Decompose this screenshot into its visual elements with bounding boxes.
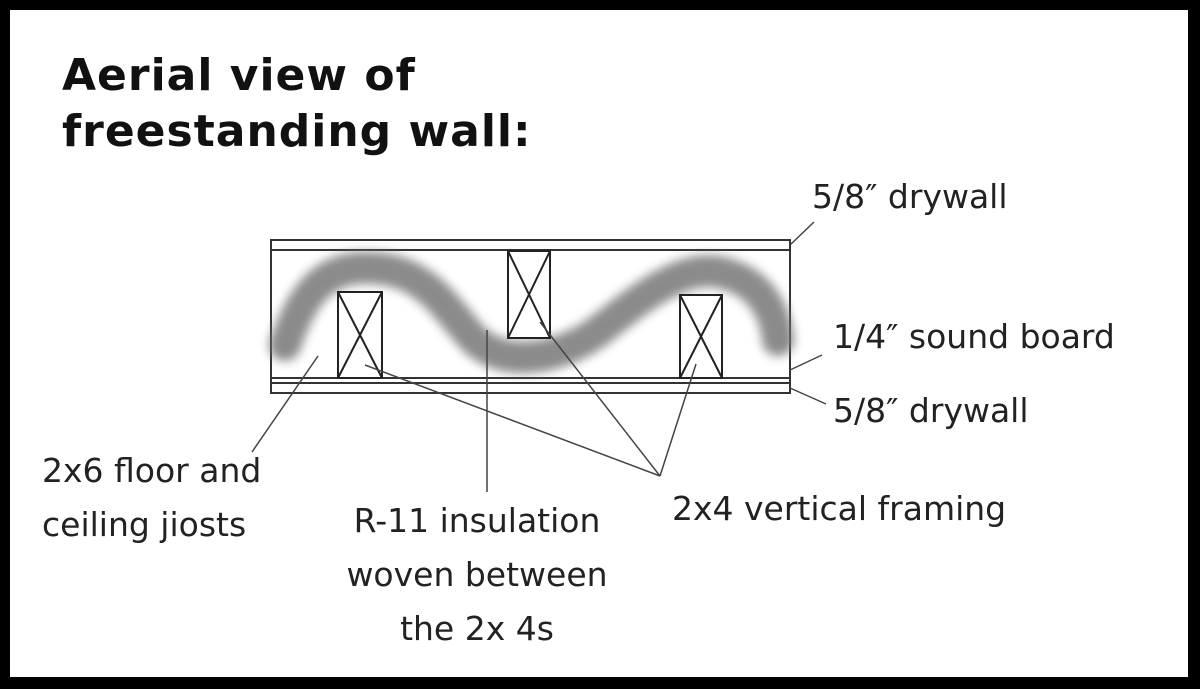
diagram-title: Aerial view of freestanding wall: (62, 48, 532, 160)
top-drywall (270, 239, 791, 251)
bottom-drywall (270, 382, 791, 394)
insulation-wave (269, 251, 794, 374)
label-joists: 2x6 floor and ceiling jiosts (42, 444, 261, 552)
insulation-line-1: R-11 insulation (353, 501, 601, 540)
leader-lines (251, 221, 827, 492)
joists-line-2: ceiling jiosts (42, 505, 247, 544)
label-drywall-top: 5/8″ drywall (812, 177, 1008, 216)
title-line-2: freestanding wall: (62, 106, 532, 157)
stud-2 (507, 250, 551, 339)
studs (337, 250, 723, 379)
label-insulation: R-11 insulation woven between the 2x 4s (327, 494, 627, 656)
label-sound-board: 1/4″ sound board (833, 317, 1115, 356)
joists-line-1: 2x6 floor and (42, 451, 262, 490)
stud-3 (679, 294, 723, 379)
label-drywall-bottom: 5/8″ drywall (833, 391, 1029, 430)
title-line-1: Aerial view of (62, 50, 416, 101)
insulation-line-2: woven between (346, 555, 608, 594)
stud-1 (337, 291, 383, 379)
insulation-line-3: the 2x 4s (400, 609, 554, 648)
label-framing: 2x4 vertical framing (672, 489, 1007, 528)
